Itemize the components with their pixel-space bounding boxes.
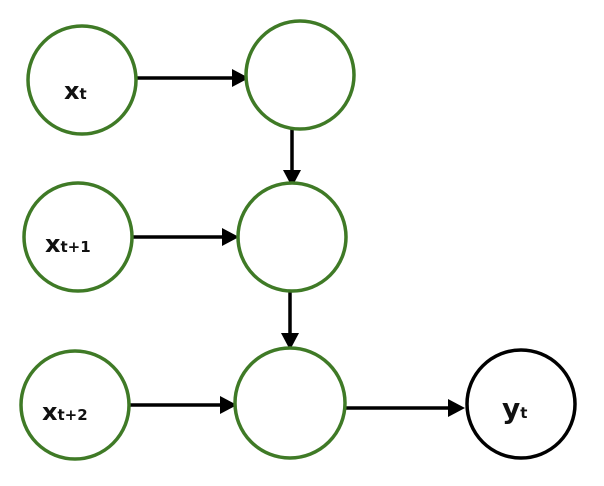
hidden-node-3: [233, 346, 347, 460]
hidden-node-2: [236, 181, 348, 293]
arrowhead-xt2-to-h3: [220, 396, 237, 414]
edges: [130, 69, 465, 417]
input-node-xt1-label: xt+1: [45, 230, 91, 258]
input-node-xt-label: xt: [64, 77, 87, 105]
input-node-xt2-label: xt+2: [42, 398, 88, 426]
input-node-xt-circle: [26, 24, 138, 136]
input-node-xt2-circle: [19, 349, 131, 461]
input-node-xt1: xt+1: [22, 181, 134, 293]
output-node-yt-circle: [465, 348, 577, 460]
arrowhead-xt1-to-h2: [222, 228, 239, 246]
input-node-xt1-circle: [22, 181, 134, 293]
output-node-yt-label: yt: [502, 392, 527, 425]
input-node-xt2: xt+2: [19, 349, 131, 461]
arrowhead-xt-to-h1: [232, 69, 249, 87]
arrowhead-h2-to-h3: [281, 333, 299, 350]
hidden-node-1: [244, 19, 356, 131]
arrowhead-h3-to-yt: [448, 399, 465, 417]
input-node-xt: xt: [26, 24, 138, 136]
arrowhead-h1-to-h2: [283, 170, 301, 187]
output-node-yt: yt: [465, 348, 577, 460]
